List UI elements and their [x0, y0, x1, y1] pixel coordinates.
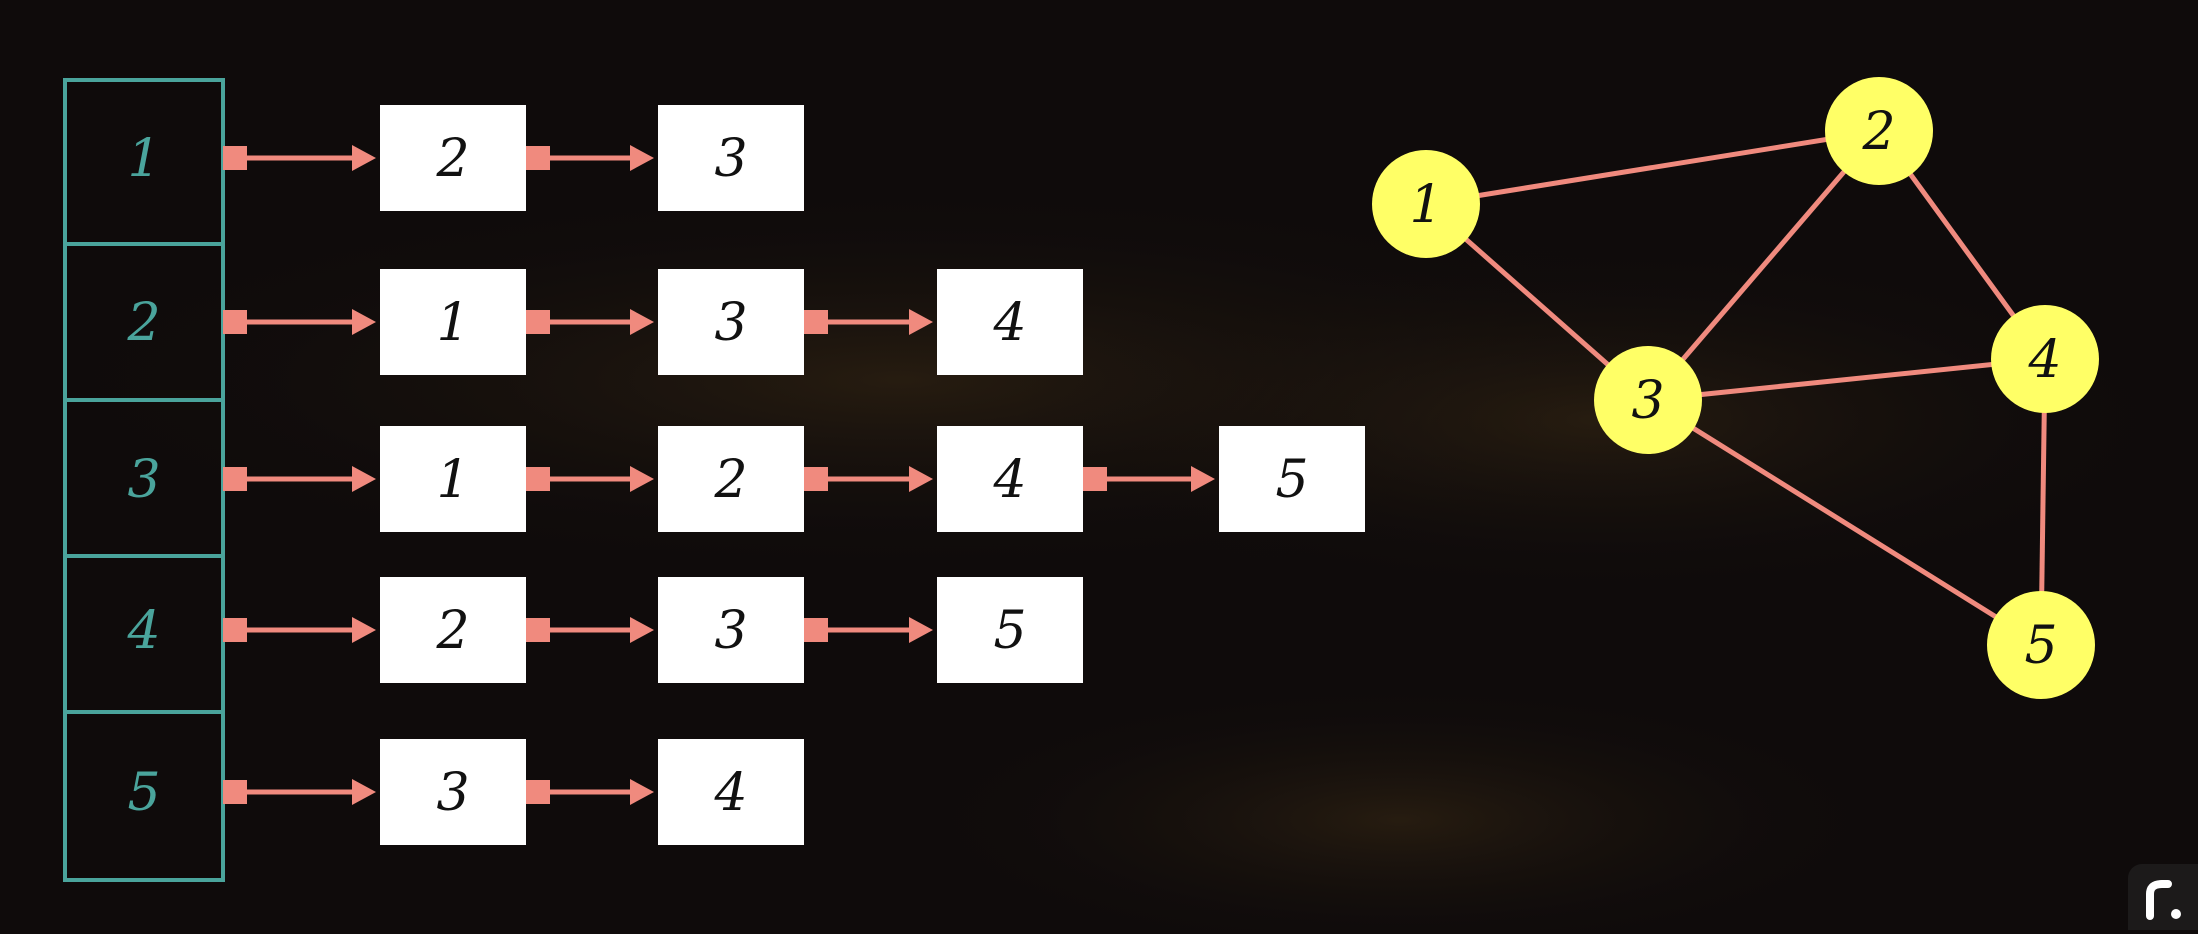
index-label: 1	[127, 129, 160, 189]
graph-node-label: 1	[1409, 175, 1442, 235]
index-label: 2	[126, 293, 160, 353]
arrow-head	[630, 309, 654, 335]
arrow-head	[352, 779, 376, 805]
list-node-box	[658, 739, 804, 845]
list-node-box	[937, 426, 1083, 532]
graph-node	[1987, 591, 2095, 699]
graph: 1 2 3 4 5	[1372, 77, 2099, 699]
graph-edge	[1425, 128, 1880, 207]
arrow-head	[909, 617, 933, 643]
graph-edge	[1647, 356, 2046, 403]
list-node-label: 2	[435, 601, 469, 661]
arrow-head	[630, 617, 654, 643]
list-node-label: 3	[714, 129, 747, 189]
arrow-head	[909, 466, 933, 492]
graph-node-label: 2	[1861, 102, 1895, 162]
list-node-box	[658, 426, 804, 532]
list-node-box	[658, 577, 804, 683]
arrow-head	[630, 779, 654, 805]
list-node-box	[380, 269, 526, 375]
list-node-box	[1219, 426, 1365, 532]
graph-node	[1372, 150, 1480, 258]
index-label: 5	[127, 763, 160, 823]
arrow-head	[352, 466, 376, 492]
list-node-label: 2	[713, 450, 747, 510]
arrow-head	[352, 617, 376, 643]
list-node-label: 4	[992, 293, 1026, 353]
list-node-box	[380, 739, 526, 845]
list-node-label: 4	[992, 450, 1026, 510]
list-node-box	[937, 269, 1083, 375]
list-node-box	[380, 426, 526, 532]
arrow-head	[1191, 466, 1215, 492]
list-node-label: 5	[1275, 450, 1308, 510]
list-node-label: 2	[435, 129, 469, 189]
list-node-box	[380, 105, 526, 211]
adjacency-list: 1 2 3 2 1 3 4 3 1 2 4 5 4 2 3 5 5 3 4	[63, 78, 1365, 882]
arrow-head	[909, 309, 933, 335]
list-node-box	[380, 577, 526, 683]
graph-edge	[1646, 397, 2043, 648]
list-node-box	[937, 577, 1083, 683]
graph-edge	[1646, 129, 1881, 402]
r-logo-icon	[2128, 864, 2198, 930]
graph-node-label: 5	[2024, 616, 2057, 676]
index-label: 4	[126, 601, 160, 661]
arrow-head	[630, 466, 654, 492]
graph-node-label: 4	[2027, 330, 2061, 390]
list-node-label: 3	[436, 763, 469, 823]
graph-node	[1825, 77, 1933, 185]
list-node-label: 1	[436, 293, 469, 353]
list-node-box	[658, 269, 804, 375]
index-label: 3	[127, 450, 160, 510]
graph-node	[1594, 346, 1702, 454]
arrow-head	[352, 309, 376, 335]
list-node-label: 4	[713, 763, 747, 823]
list-node-box	[658, 105, 804, 211]
graph-node-label: 3	[1631, 371, 1664, 431]
list-node-label: 3	[714, 293, 747, 353]
graph-node	[1991, 305, 2099, 413]
list-node-label: 3	[714, 601, 747, 661]
arrow-head	[630, 145, 654, 171]
list-node-label: 5	[993, 601, 1026, 661]
arrow-head	[352, 145, 376, 171]
list-node-label: 1	[436, 450, 469, 510]
